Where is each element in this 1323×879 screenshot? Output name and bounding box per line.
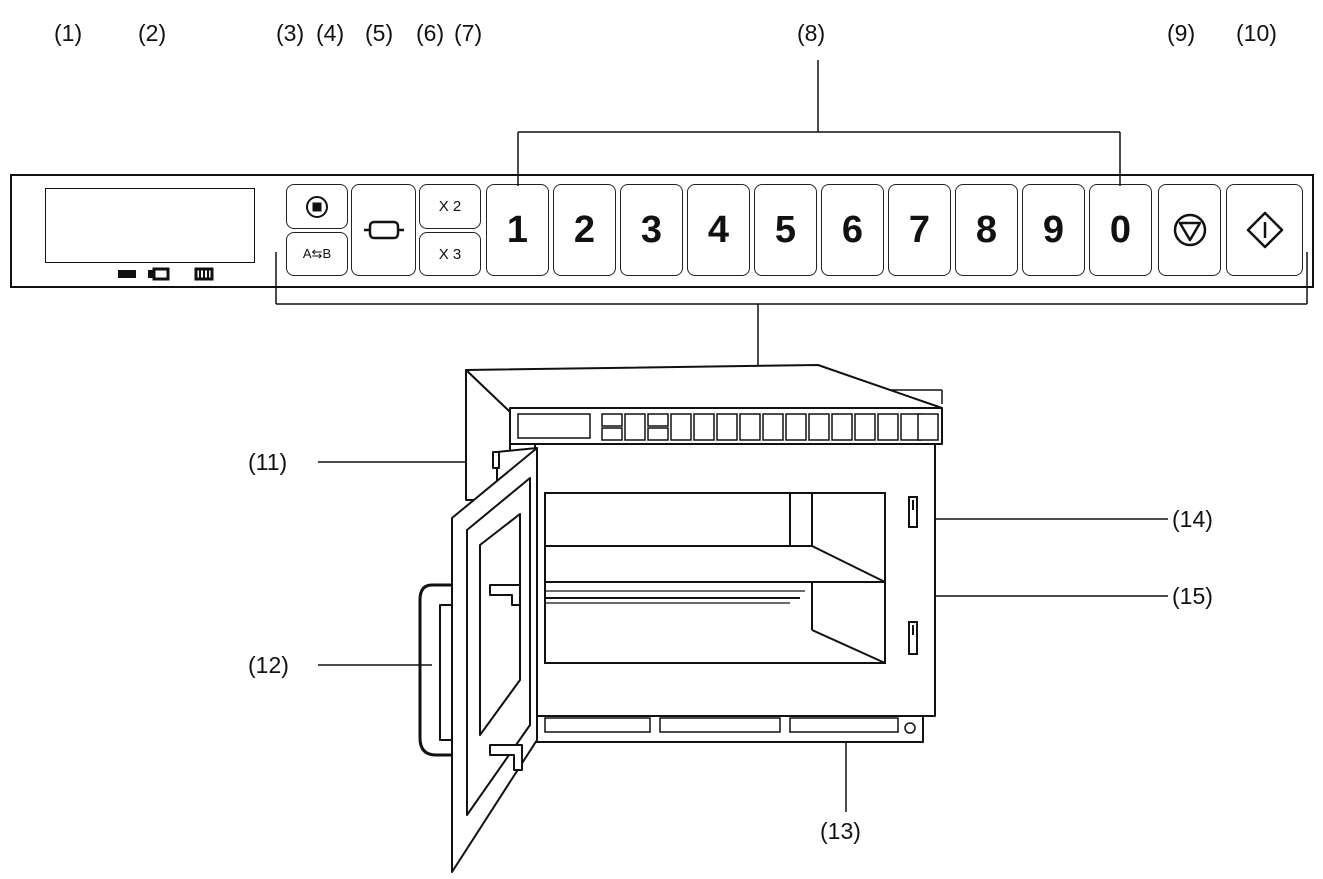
door-window-inner: [479, 513, 521, 736]
number-key-label: 6: [841, 208, 864, 251]
number-key-label: 1: [506, 208, 529, 251]
callout-9: (9): [1167, 20, 1196, 46]
door-latch-lower: [908, 621, 918, 655]
oven-mini-display: [517, 413, 591, 439]
number-key-1[interactable]: 1: [486, 184, 549, 276]
stop-key[interactable]: [1158, 184, 1221, 276]
number-key-label: 7: [908, 208, 931, 251]
x3-key-label: X 3: [438, 245, 462, 263]
callout-12: (12): [248, 652, 289, 678]
callout-14: (14): [1172, 506, 1213, 532]
callout-10: (10): [1236, 20, 1277, 46]
stop-square-icon: [306, 195, 328, 218]
number-key-6[interactable]: 6: [821, 184, 884, 276]
ab-key[interactable]: A⇆B: [286, 232, 348, 276]
callout-15: (15): [1172, 583, 1213, 609]
number-key-label: 5: [774, 208, 797, 251]
number-key-3[interactable]: 3: [620, 184, 683, 276]
callout-2: (2): [138, 20, 167, 46]
x2-key-label: X 2: [438, 198, 462, 215]
callout-13: (13): [820, 818, 861, 844]
door-handle: [418, 583, 452, 757]
stop-square-key[interactable]: [286, 184, 348, 229]
oven-shelf: [544, 545, 886, 583]
number-key-label: 0: [1109, 208, 1132, 251]
oven-tray-icon: [363, 220, 404, 240]
number-key-7[interactable]: 7: [888, 184, 951, 276]
number-key-label: 3: [640, 208, 663, 251]
start-key[interactable]: [1226, 184, 1303, 276]
number-key-4[interactable]: 4: [687, 184, 750, 276]
callout-8: (8): [797, 20, 826, 46]
callout-7: (7): [454, 20, 483, 46]
number-key-label: 2: [573, 208, 596, 251]
callout-11: (11): [248, 449, 288, 475]
callout-4: (4): [316, 20, 345, 46]
number-key-label: 9: [1042, 208, 1065, 251]
oven-tray-key[interactable]: [351, 184, 416, 276]
power-level-indicator-icons: [118, 267, 214, 281]
number-key-label: 8: [975, 208, 998, 251]
number-key-8[interactable]: 8: [955, 184, 1018, 276]
digital-display: [45, 188, 255, 263]
door-clip-lower: [489, 744, 523, 771]
door-hinge: [492, 451, 500, 469]
ab-key-label: A⇆B: [302, 246, 332, 261]
number-key-label: 4: [707, 208, 730, 251]
number-key-5[interactable]: 5: [754, 184, 817, 276]
x2-key[interactable]: X 2: [419, 184, 481, 229]
number-key-9[interactable]: 9: [1022, 184, 1085, 276]
callout-1: (1): [54, 20, 83, 46]
x3-key[interactable]: X 3: [419, 232, 481, 276]
stop-triangle-icon: [1173, 213, 1206, 247]
door-clip-upper: [489, 584, 521, 606]
callout-6: (6): [416, 20, 445, 46]
number-key-0[interactable]: 0: [1089, 184, 1152, 276]
callout-5: (5): [365, 20, 394, 46]
door-latch-upper: [908, 496, 918, 528]
callout-3: (3): [276, 20, 305, 46]
number-key-2[interactable]: 2: [553, 184, 616, 276]
oven-top: [465, 364, 943, 413]
start-diamond-icon: [1246, 211, 1283, 249]
